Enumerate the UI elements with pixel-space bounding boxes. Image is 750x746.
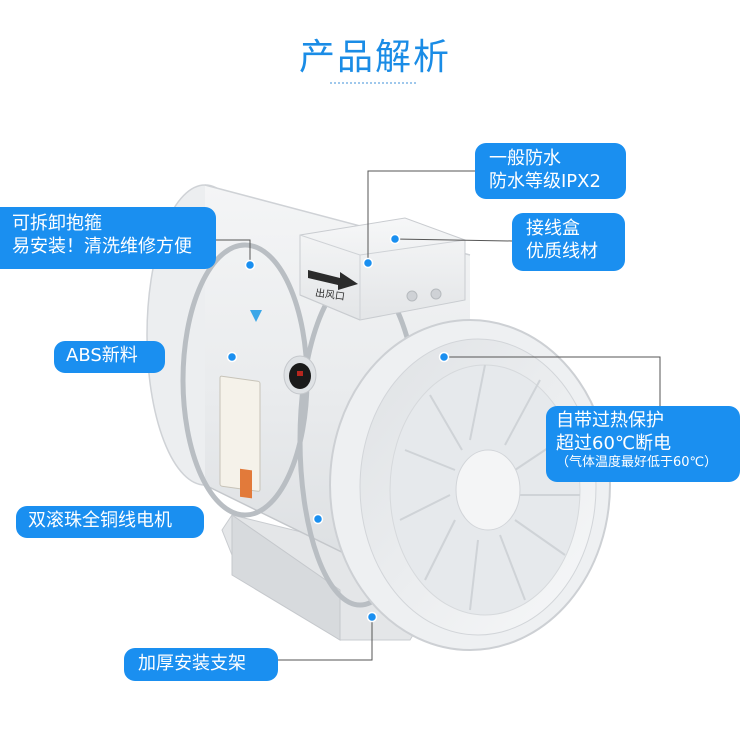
callout-junction-title: 接线盒 xyxy=(526,218,580,239)
leader-waterproof xyxy=(367,170,475,263)
guide-vanes xyxy=(399,364,580,611)
callout-overheat-cutoff: 超过60℃断电 xyxy=(556,432,672,454)
callout-motor-title: 双滚珠全铜线电机 xyxy=(28,510,172,531)
callout-waterproof-title: 一般防水 xyxy=(489,148,561,169)
callout-clamp-detail: 易安装！清洗维修方便 xyxy=(12,235,192,257)
callout-clamp-title: 可拆卸抱箍 xyxy=(12,213,102,234)
junction-box: 出风口 xyxy=(299,217,466,321)
callout-waterproof-rating: 防水等级IPX2 xyxy=(489,170,601,192)
brand-mark xyxy=(250,310,262,322)
rating-label xyxy=(219,375,261,499)
callout-abs: ABS新料 xyxy=(54,341,165,373)
speed-switch-knob xyxy=(283,355,317,395)
callout-general-waterproof: 一般防水 防水等级IPX2 xyxy=(475,143,626,199)
callout-abs-title: ABS新料 xyxy=(66,345,138,366)
callout-overheat-title: 自带过热保护 xyxy=(556,410,664,431)
page-title: 产品解析 xyxy=(298,37,451,78)
callout-junction-box: 接线盒 优质线材 xyxy=(512,213,625,271)
callout-bracket-title: 加厚安装支架 xyxy=(138,653,246,674)
callout-overheat-note: （气体温度最好低于60℃） xyxy=(556,455,718,470)
leader-bracket xyxy=(278,617,373,661)
leader-clamp xyxy=(216,239,251,265)
callout-bracket: 加厚安装支架 xyxy=(124,648,278,681)
anchor-dots xyxy=(226,233,450,623)
callout-motor: 双滚珠全铜线电机 xyxy=(16,506,204,538)
outlet-arrow-label: 出风口 xyxy=(314,286,346,303)
leader-junction-box xyxy=(394,238,513,242)
title-decoration xyxy=(330,82,420,86)
callout-overheat: 自带过热保护 超过60℃断电 （气体温度最好低于60℃） xyxy=(546,406,740,482)
callout-junction-detail: 优质线材 xyxy=(526,240,598,262)
leader-lines xyxy=(216,170,661,661)
callout-clamp: 可拆卸抱箍 易安装！清洗维修方便 xyxy=(0,207,216,269)
